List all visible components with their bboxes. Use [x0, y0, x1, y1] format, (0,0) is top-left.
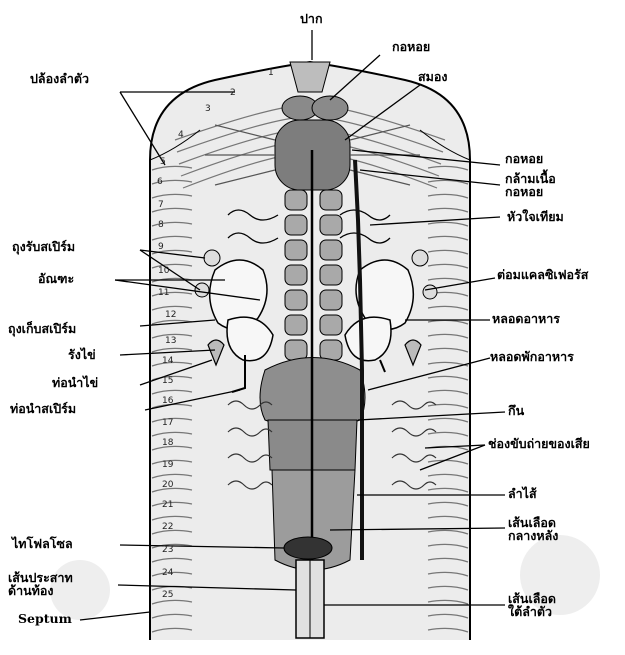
segment-number: 18: [162, 438, 173, 448]
segment-number: 17: [162, 418, 173, 428]
esophagus-segment: [320, 315, 342, 335]
segment-number: 23: [162, 545, 173, 555]
esophagus-segment: [285, 215, 307, 235]
segment-number: 5: [160, 157, 166, 167]
esophagus-segment: [285, 240, 307, 260]
segment-number: 16: [162, 396, 173, 406]
label-pseudo-heart: หัวใจเทียม: [507, 210, 564, 223]
typhlosole-shape: [284, 537, 332, 559]
segment-number: 25: [162, 590, 173, 600]
segment-number: 1: [268, 68, 274, 78]
esophagus-segment: [285, 315, 307, 335]
label-testis: อัณฑะ: [38, 272, 74, 285]
label-oviduct: ท่อนำไข่: [52, 376, 98, 389]
segment-number: 21: [162, 500, 173, 510]
label-nephridia: ช่องขับถ่ายของเสีย: [488, 437, 590, 450]
esophagus-segment: [320, 340, 342, 360]
label-sperm-duct: ท่อนำสเปิร์ม: [10, 402, 76, 415]
segment-number: 4: [178, 130, 184, 140]
label-ventral-nerve-line2: ด้านท้อง: [8, 583, 54, 598]
label-typhlosole: ไทโฟลโซล: [12, 537, 73, 550]
segment-number: 11: [158, 288, 169, 298]
segment-number: 24: [162, 568, 173, 578]
label-gizzard: กึน: [508, 404, 524, 417]
label-ovary: รังไข่: [68, 348, 96, 361]
label-ventral-vessel-line2: ใต้ลำตัว: [508, 604, 552, 619]
segment-number: 8: [158, 220, 164, 230]
esophagus-segment: [285, 290, 307, 310]
segment-number: 22: [162, 522, 173, 532]
esophagus-segment: [285, 190, 307, 210]
label-mouth: ปาก: [300, 12, 323, 25]
label-septum: Septum: [18, 612, 72, 625]
label-seminal-vesicle: ถุงเก็บสเปิร์ม: [8, 322, 76, 335]
esophagus-segment: [285, 340, 307, 360]
segment-number: 20: [162, 480, 173, 490]
label-calciferous-gland: ต่อมแคลซิเฟอรัส: [497, 268, 588, 281]
label-pharyngeal-muscle: กล้ามเนื้อ กอหอย: [505, 172, 556, 198]
label-ventral-nerve: เส้นประสาท ด้านท้อง: [8, 571, 73, 597]
segment-number: 13: [165, 336, 176, 346]
segment-number: 10: [158, 266, 169, 276]
segment-number: 7: [158, 200, 164, 210]
segment-number: 12: [165, 310, 176, 320]
segment-number: 6: [157, 177, 163, 187]
label-crop: หลอดพักอาหาร: [490, 350, 574, 363]
segment-number: 2: [230, 88, 236, 98]
label-brain: สมอง: [418, 70, 447, 83]
segment-number: 15: [162, 376, 173, 386]
esophagus-segment: [320, 290, 342, 310]
label-dorsal-vessel-line2: กลางหลัง: [508, 528, 558, 543]
segment-number: 3: [205, 104, 211, 114]
esophagus-segment: [285, 265, 307, 285]
label-esophagus: หลอดอาหาร: [492, 312, 560, 325]
label-pharynx-top: กอหอย: [392, 40, 430, 53]
label-ventral-vessel: เส้นเลือด ใต้ลำตัว: [508, 592, 556, 618]
esophagus-segment: [320, 240, 342, 260]
label-pharyngeal-muscle-line2: กอหอย: [505, 184, 543, 199]
esophagus-segment: [320, 215, 342, 235]
label-intestine: ลำไส้: [508, 487, 537, 500]
segment-number: 14: [162, 356, 173, 366]
esophagus-segment: [320, 190, 342, 210]
label-seminal-receptacle: ถุงรับสเปิร์ม: [12, 240, 75, 253]
label-dorsal-vessel: เส้นเลือด กลางหลัง: [508, 516, 558, 542]
label-segments: ปล้องลำตัว: [30, 72, 89, 85]
segment-number: 9: [158, 242, 164, 252]
esophagus-segment: [320, 265, 342, 285]
label-pharynx: กอหอย: [505, 152, 543, 165]
segment-number: 19: [162, 460, 173, 470]
